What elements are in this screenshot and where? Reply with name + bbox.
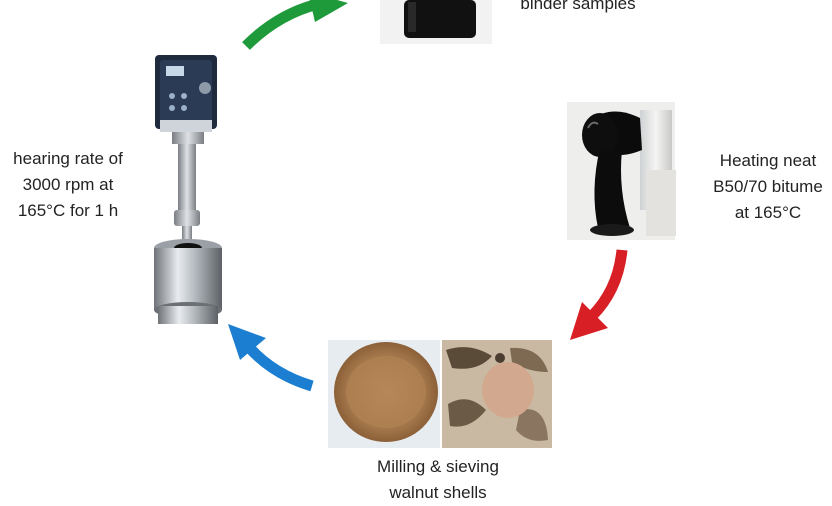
shear-mixer-image (154, 55, 222, 324)
binder-sample-jar-image (380, 0, 492, 44)
green-arrow (242, 0, 348, 50)
label-shearing-step: hearing rate of 3000 rpm at 165°C for 1 … (13, 149, 123, 220)
red-arrow (570, 249, 628, 340)
bitumen-heating-image (567, 102, 676, 240)
label-milling-step: Milling & sieving walnut shells (377, 457, 499, 502)
walnut-powder-image (328, 340, 440, 448)
label-heating-step: Heating neat B50/70 bitume at 165°C (713, 151, 823, 222)
walnut-shells-image (442, 340, 552, 448)
label-binder-samples: binder samples (520, 0, 636, 13)
blue-arrow (228, 324, 314, 392)
